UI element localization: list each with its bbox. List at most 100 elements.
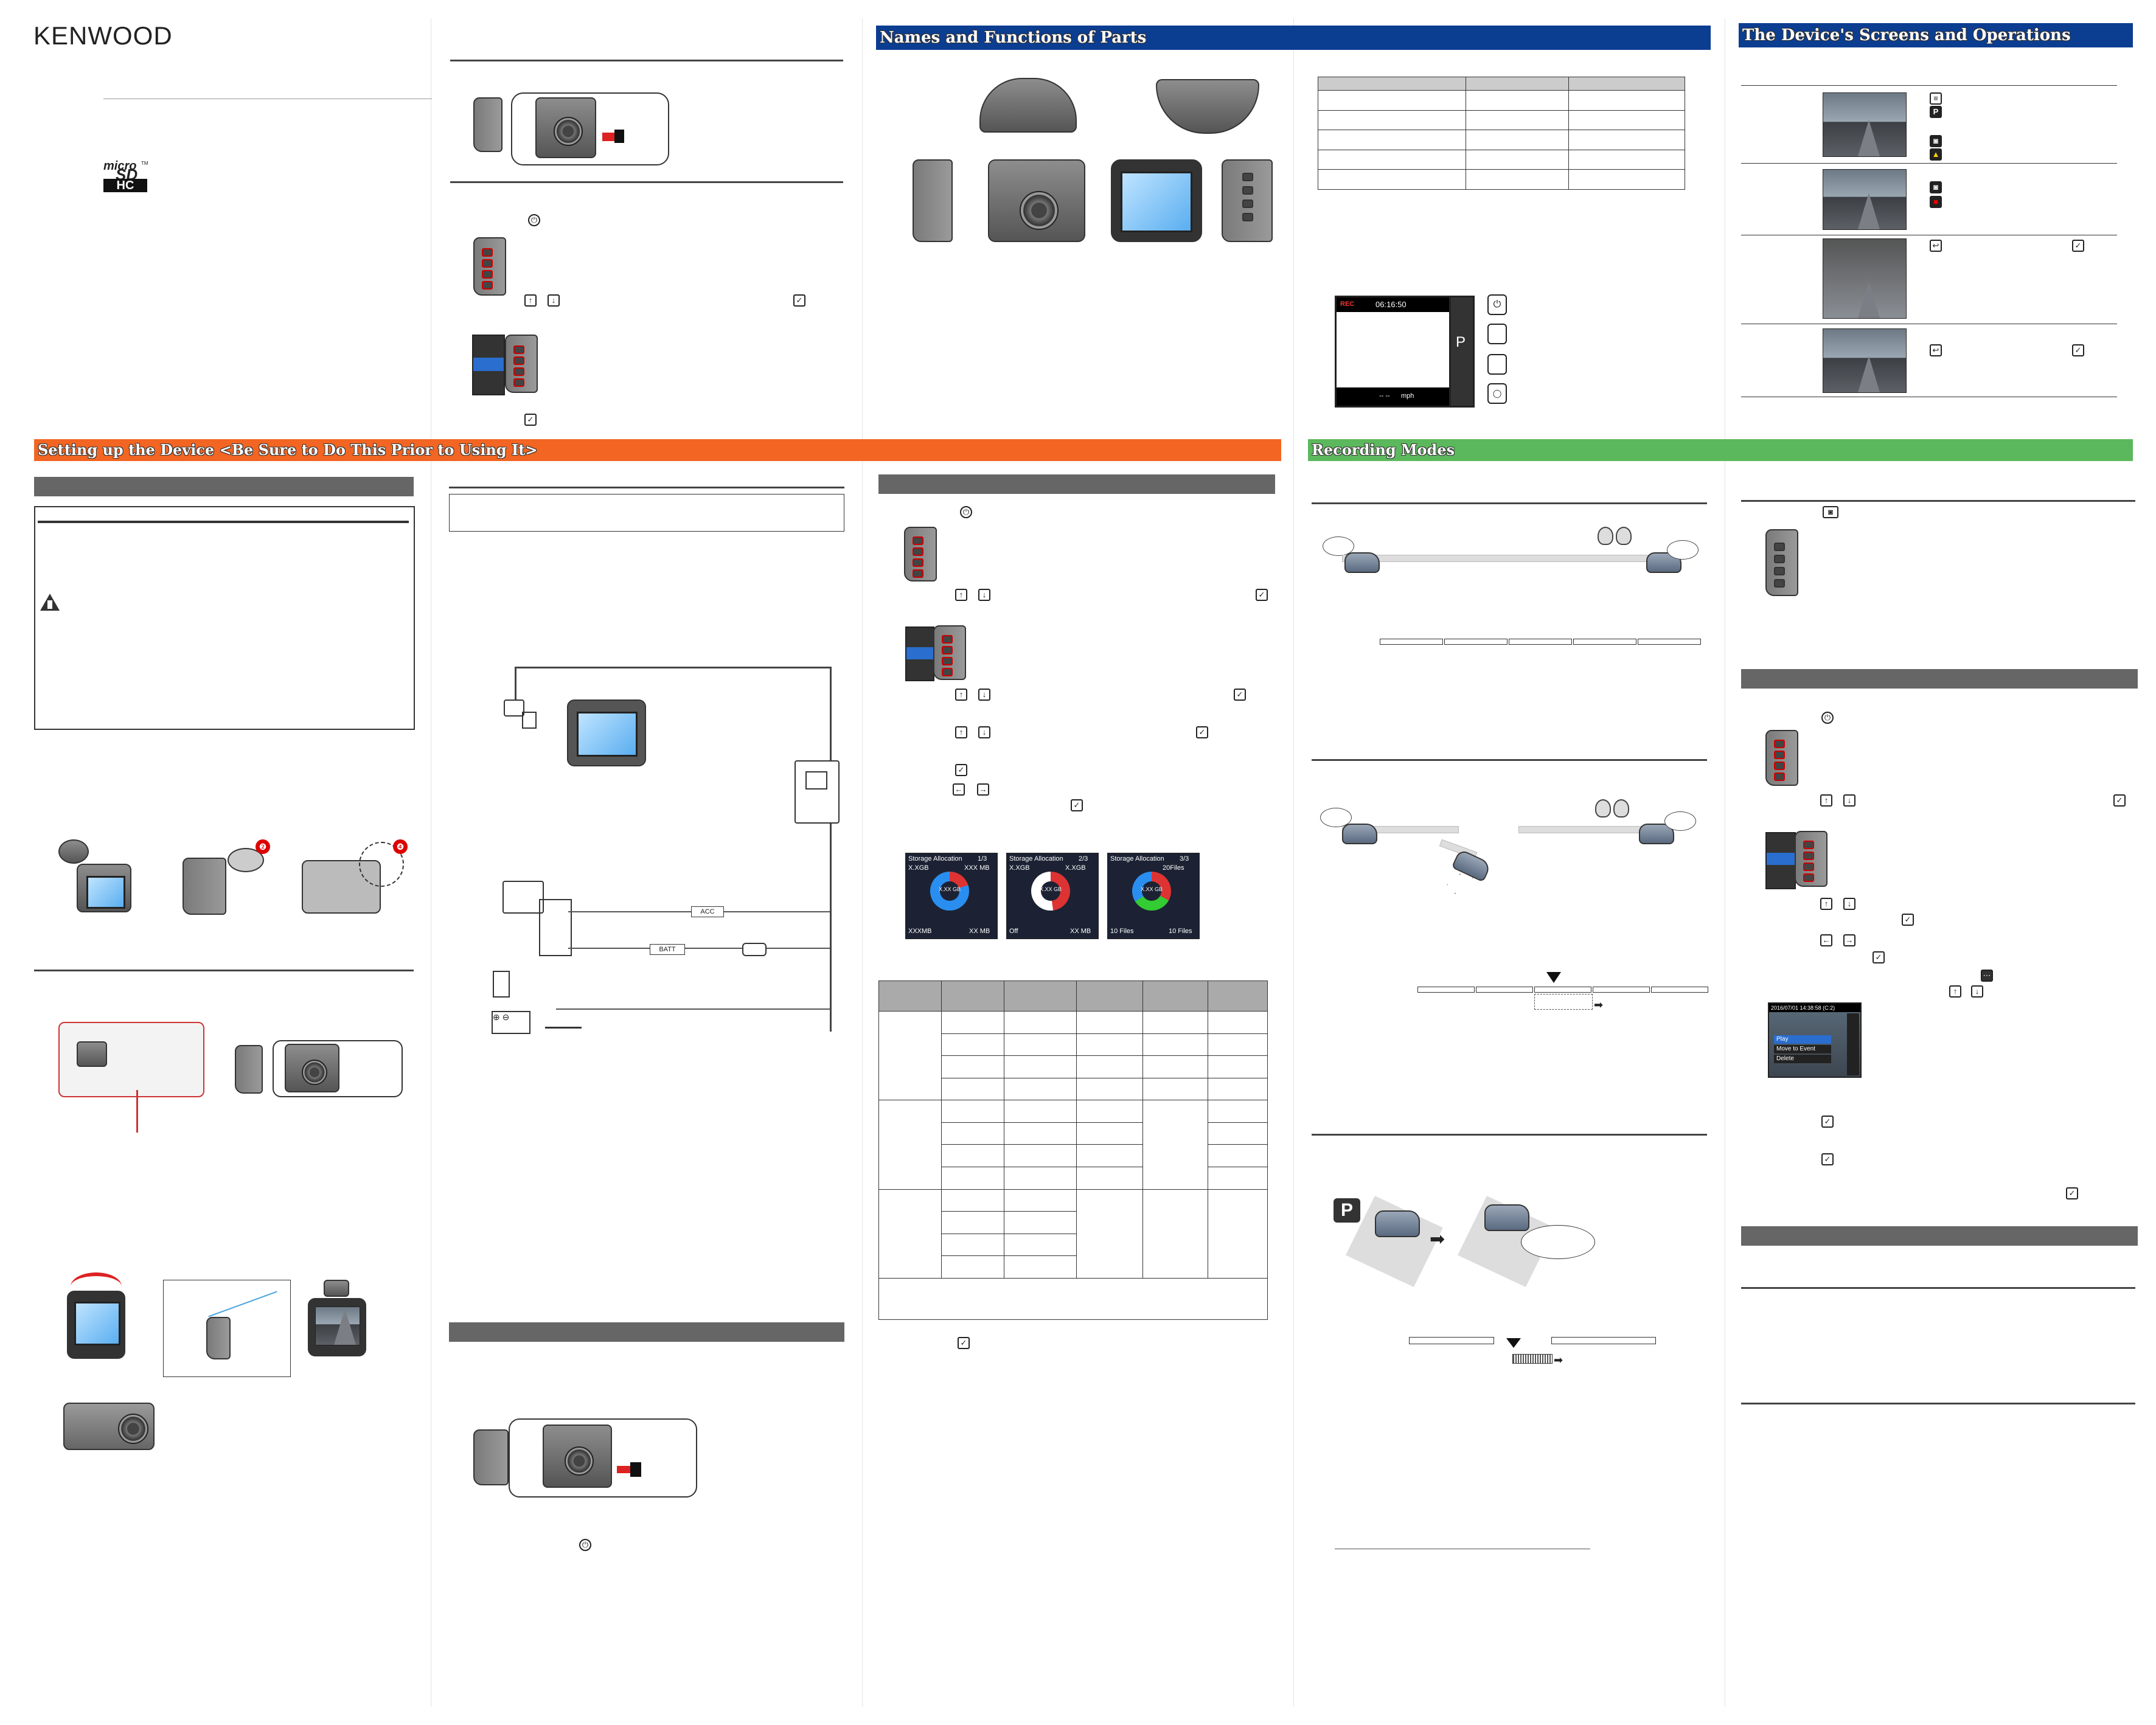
continuous-recording-diagram xyxy=(1318,527,1701,588)
arrow-right-icon: ➡ xyxy=(1554,1354,1563,1366)
arrow-down-icon: ↓ xyxy=(978,589,990,601)
menu-screen-illustration xyxy=(905,626,934,681)
check-icon: ✓ xyxy=(524,414,537,426)
section-rule xyxy=(450,181,843,183)
check-icon: ✓ xyxy=(958,1337,970,1349)
timeline-segment xyxy=(1476,987,1533,993)
wiring-diagram: ACC BATT ⊕ ⊖ xyxy=(492,656,852,1034)
playback-menu-item-move-to-event: Move to Event xyxy=(1774,1045,1831,1053)
section-header-continuation xyxy=(1293,26,1711,50)
arrow-up-icon: ↑ xyxy=(955,726,967,738)
check-icon: ✓ xyxy=(1196,726,1208,738)
device-back-screen-illustration xyxy=(1111,159,1202,242)
arrow-right-icon: ➡ xyxy=(1594,999,1604,1011)
device-rear-illustration xyxy=(535,97,596,158)
screen-sidebar-illustration: P xyxy=(1449,296,1475,408)
column-divider xyxy=(1293,18,1294,1707)
section-rule xyxy=(1741,500,2135,502)
device-side-buttons-illustration xyxy=(904,527,937,581)
arrow-right-icon: ➡ xyxy=(1430,1229,1445,1249)
arrow-up-icon: ↑ xyxy=(955,689,967,701)
subsection-bar xyxy=(1741,669,2138,689)
sd-card-icon xyxy=(614,130,624,143)
back-icon: ↩ xyxy=(1930,344,1942,356)
section-rule xyxy=(450,60,843,61)
arrow-down-icon: ↓ xyxy=(548,294,560,307)
resolution-table xyxy=(878,981,1268,1320)
note-box xyxy=(449,494,844,532)
parking-button-icon xyxy=(1487,354,1507,375)
microsd-hc-logo: micro SD TM HC xyxy=(103,159,148,192)
section-rule xyxy=(1741,1287,2135,1289)
event-recording-diagram xyxy=(1318,797,1701,894)
install-step-2-illustration: ❷ xyxy=(183,839,274,915)
timeline-segment xyxy=(1573,639,1636,645)
camera-icon: ◙ xyxy=(1930,181,1942,193)
timeline-segment xyxy=(1593,987,1650,993)
arrow-right-icon: → xyxy=(977,783,989,796)
arrow-up-icon: ↑ xyxy=(1820,898,1832,910)
check-icon: ✓ xyxy=(955,764,967,776)
menu-screen-illustration xyxy=(1765,832,1796,889)
section-header-screens-operations: The Device's Screens and Operations xyxy=(1739,23,2133,47)
brand-logo: KENWOOD xyxy=(33,21,173,50)
screen-thumbnail-playback-list xyxy=(1823,238,1907,319)
check-icon: ✓ xyxy=(793,294,805,307)
section-rule xyxy=(1312,502,1707,504)
parked-car-illustration xyxy=(1375,1210,1420,1237)
power-button-icon: ⏻ xyxy=(960,506,972,518)
device-right-side-buttons-illustration xyxy=(1222,159,1273,242)
device-view-illustration xyxy=(308,1280,375,1359)
subsection-bar xyxy=(449,1322,844,1342)
parking-mode-icon: P xyxy=(1334,1198,1360,1223)
record-icon: ■ xyxy=(1930,196,1942,208)
device-side-buttons-illustration xyxy=(1795,831,1827,887)
power-button-icon: ⏻ xyxy=(1821,712,1834,724)
check-icon: ✓ xyxy=(1071,799,1083,811)
menu-screen-illustration xyxy=(472,335,505,395)
power-button-icon: ⏻ xyxy=(579,1539,591,1551)
event-file-range xyxy=(1534,994,1593,1010)
screen-thumbnail-playback xyxy=(1823,328,1907,393)
more-options-icon: ⋯ xyxy=(1981,970,1993,982)
section-rule xyxy=(34,970,414,971)
lens-cleaning-illustration xyxy=(63,1403,155,1450)
timeline-segment xyxy=(1638,639,1701,645)
specs-table xyxy=(1318,77,1685,190)
device-side-illustration xyxy=(473,97,502,152)
callout-frame xyxy=(273,1040,403,1097)
device-side-buttons-illustration xyxy=(473,237,506,296)
caution-box xyxy=(34,506,415,730)
record-button-icon: ◯ xyxy=(1487,383,1507,404)
install-step-3-illustration: ❹ xyxy=(286,839,408,915)
timeline-segment xyxy=(1409,1337,1494,1344)
power-button-icon: ⏻ xyxy=(528,214,540,226)
check-icon: ✓ xyxy=(2072,344,2084,356)
device-bottom-view-illustration xyxy=(1156,79,1259,134)
arrow-up-icon: ↑ xyxy=(524,294,537,307)
arrow-down-icon: ↓ xyxy=(1843,898,1855,910)
device-rear-illustration xyxy=(285,1044,339,1092)
arrow-down-icon: ↓ xyxy=(1971,985,1983,998)
screen-readout-illustration: REC 06:16:50 -- -- mph xyxy=(1335,296,1454,408)
check-icon: ✓ xyxy=(2113,794,2126,807)
check-icon: ✓ xyxy=(1234,689,1246,701)
check-icon: ✓ xyxy=(2072,240,2084,252)
screen-thumbnail-event xyxy=(1823,169,1907,230)
timeline-segment xyxy=(1417,987,1475,993)
event-trigger-marker xyxy=(1506,1338,1521,1348)
device-side-buttons-illustration xyxy=(1765,529,1798,596)
timeline-segment xyxy=(1380,639,1443,645)
timeline-segment xyxy=(1534,987,1591,993)
windshield-mount-illustration xyxy=(58,1017,204,1133)
timeline-segment xyxy=(1651,987,1708,993)
event-trigger-marker xyxy=(1546,972,1561,983)
speech-bubble xyxy=(1521,1225,1595,1259)
device-rear-illustration xyxy=(543,1425,612,1488)
section-header-recording-modes: Recording Modes xyxy=(1308,439,2133,461)
arrow-left-icon: ← xyxy=(1820,934,1832,946)
sd-card-icon xyxy=(630,1462,641,1477)
